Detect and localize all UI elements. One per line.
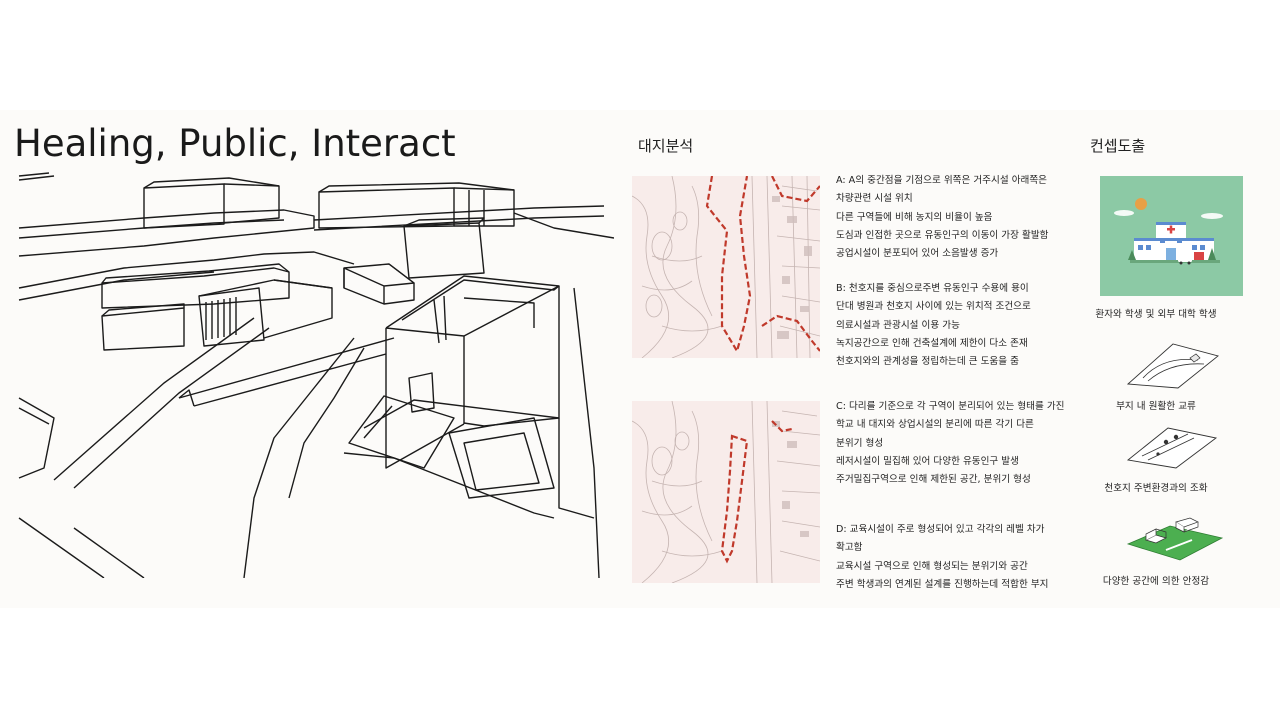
note-line: 주거밀집구역으로 인해 제한된 공간, 분위기 형성 xyxy=(836,474,1031,486)
note-line: D: 교육시설이 주로 형성되어 있고 각각의 레벨 차가 xyxy=(836,524,1045,535)
note-line: 천호지와의 관계성을 정립하는데 큰 도움을 줌 xyxy=(836,356,1019,368)
site-map-c-d xyxy=(632,401,820,583)
note-line: A: A의 중간점을 기점으로 위쪽은 거주시설 아래쪽은 xyxy=(836,175,1048,186)
concept-caption-2: 부지 내 원활한 교류 xyxy=(1116,401,1196,412)
note-line: 도심과 인접한 곳으로 유동인구의 이동이 가장 활발함 xyxy=(836,229,1049,241)
concept-caption-1: 환자와 학생 및 외부 대학 학생 xyxy=(1095,309,1217,320)
page-title: Healing, Public, Interact xyxy=(14,122,456,165)
note-line: 주변 학생과의 연계된 설계를 진행하는데 적합한 부지 xyxy=(836,578,1049,590)
site-map-a-b xyxy=(632,176,820,358)
lakeside-site-diagram-icon xyxy=(1126,427,1218,469)
hospital-illustration-icon xyxy=(1100,176,1243,296)
site-note-b: B: 천호지를 중심으로주변 유동인구 수용에 용이 단대 병원과 천호지 사이… xyxy=(836,280,1096,371)
note-line: C: 다리를 기준으로 각 구역이 분리되어 있는 형태를 가진 xyxy=(836,401,1065,412)
note-line: 확고함 xyxy=(836,542,863,554)
note-line: 녹지공간으로 인해 건축설계에 제한이 다소 존재 xyxy=(836,337,1028,349)
note-line: 공업시설이 분포되어 있어 소음발생 증가 xyxy=(836,248,999,260)
architectural-perspective-sketch xyxy=(18,172,614,578)
site-analysis-heading: 대지분석 xyxy=(638,137,694,155)
note-line: 다른 구역들에 비해 농지의 비율이 높음 xyxy=(836,211,993,223)
note-line: 의료시설과 관광시설 이용 가능 xyxy=(836,319,960,331)
site-path-diagram-icon xyxy=(1126,343,1219,389)
site-note-a: A: A의 중간점을 기점으로 위쪽은 거주시설 아래쪽은 차량관련 시설 위치… xyxy=(836,172,1096,263)
note-line: 교육시설 구역으로 인해 형성되는 분위기와 공간 xyxy=(836,560,1028,572)
note-line: 단대 병원과 천호지 사이에 있는 위치적 조건으로 xyxy=(836,301,1031,313)
concept-caption-3: 천호지 주변환경과의 조화 xyxy=(1104,483,1208,494)
note-line: B: 천호지를 중심으로주변 유동인구 수용에 용이 xyxy=(836,283,1029,294)
note-line: 분위기 형성 xyxy=(836,437,884,449)
green-site-diagram-icon xyxy=(1126,517,1224,561)
note-line: 학교 내 대지와 상업시설의 분리에 따른 각기 다른 xyxy=(836,419,1034,431)
concept-caption-4: 다양한 공간에 의한 안정감 xyxy=(1102,576,1210,587)
site-note-c: C: 다리를 기준으로 각 구역이 분리되어 있는 형태를 가진 학교 내 대지… xyxy=(836,398,1096,489)
concept-heading: 컨셉도출 xyxy=(1090,137,1146,155)
site-note-d: D: 교육시설이 주로 형성되어 있고 각각의 레벨 차가 확고함 교육시설 구… xyxy=(836,521,1096,594)
note-line: 레저시설이 밀집해 있어 다양한 유동인구 발생 xyxy=(836,455,1019,467)
note-line: 차량관련 시설 위치 xyxy=(836,193,913,205)
